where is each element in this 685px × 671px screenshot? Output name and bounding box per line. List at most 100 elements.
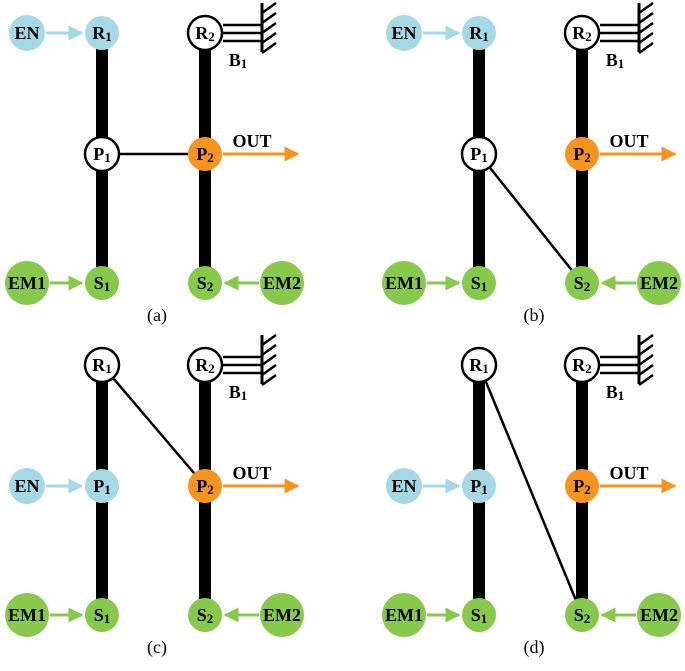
- node-r1: [460, 346, 498, 384]
- em2-node: [637, 593, 681, 637]
- node-p1-label: P1: [470, 476, 488, 497]
- node-p1-label: P1: [93, 144, 111, 165]
- brake-ground: [600, 333, 654, 387]
- ground-hatch: [638, 31, 654, 45]
- node-r1-label: R1: [469, 23, 489, 44]
- ground-hatch: [261, 41, 277, 55]
- node-r2-label: R2: [195, 355, 215, 376]
- panel-caption: (c): [147, 637, 167, 658]
- node-s1: [85, 598, 119, 632]
- node-p2-label: P2: [573, 476, 591, 497]
- em1-node: [382, 593, 426, 637]
- node-r1-label: R1: [469, 355, 489, 376]
- engine-label: EN: [14, 476, 39, 496]
- node-r2-label: R2: [195, 23, 215, 44]
- node-s2-label: S2: [197, 273, 214, 294]
- em1-node: [5, 261, 49, 305]
- node-s1-label: S1: [94, 273, 111, 294]
- brake-label: B1: [229, 50, 248, 71]
- node-s2-label: S2: [574, 273, 591, 294]
- brake-label: B1: [606, 50, 625, 71]
- node-r2-label: R2: [572, 23, 592, 44]
- node-s2-label: S2: [197, 605, 214, 626]
- node-r1: [85, 16, 119, 50]
- ground-hatch: [261, 363, 277, 377]
- coupling-link: [478, 153, 583, 284]
- coupling-link: [101, 364, 206, 487]
- engine-label: EN: [14, 23, 39, 43]
- node-s1: [462, 266, 496, 300]
- node-s2: [188, 598, 222, 632]
- brake-ground: [223, 1, 277, 55]
- node-p2: [565, 137, 599, 171]
- ground-hatch: [638, 41, 654, 55]
- ground-hatch: [261, 373, 277, 387]
- ground-hatch: [638, 11, 654, 25]
- node-p1: [462, 469, 496, 503]
- brake-ground: [600, 1, 654, 55]
- coupling-link: [477, 364, 584, 616]
- em2-label: EM2: [263, 605, 301, 625]
- em2-label: EM2: [263, 273, 301, 293]
- node-r2-label: R2: [572, 355, 592, 376]
- em2-label: EM2: [640, 605, 678, 625]
- node-p1: [85, 469, 119, 503]
- ground-hatch: [261, 343, 277, 357]
- node-p1: [460, 135, 498, 173]
- em1-node: [382, 261, 426, 305]
- panel-caption: (a): [147, 305, 167, 326]
- node-r1: [462, 16, 496, 50]
- em2-label: EM2: [640, 273, 678, 293]
- node-r2: [563, 14, 601, 52]
- node-s2-label: S2: [574, 605, 591, 626]
- panel-caption: (d): [524, 637, 545, 658]
- engine-node: [386, 15, 422, 51]
- node-p2-label: P2: [196, 476, 214, 497]
- ground-hatch: [638, 373, 654, 387]
- output-label: OUT: [232, 131, 271, 151]
- brake-label: B1: [229, 382, 248, 403]
- node-p2-label: P2: [196, 144, 214, 165]
- node-r1-label: R1: [92, 23, 112, 44]
- node-p2: [188, 137, 222, 171]
- output-label: OUT: [609, 463, 648, 483]
- engine-label: EN: [391, 23, 416, 43]
- ground-hatch: [638, 363, 654, 377]
- node-s1-label: S1: [94, 605, 111, 626]
- brake-ground: [223, 333, 277, 387]
- em1-node: [5, 593, 49, 637]
- node-r1: [83, 346, 121, 384]
- node-s2: [565, 598, 599, 632]
- node-s1: [85, 266, 119, 300]
- node-s1-label: S1: [471, 605, 488, 626]
- em1-label: EM1: [385, 273, 423, 293]
- ground-hatch: [261, 1, 277, 15]
- engine-node: [9, 468, 45, 504]
- node-p1: [83, 135, 121, 173]
- engine-node: [9, 15, 45, 51]
- node-p1-label: P1: [93, 476, 111, 497]
- ground-hatch: [638, 353, 654, 367]
- panel-caption: (b): [524, 305, 545, 326]
- node-r1-label: R1: [92, 355, 112, 376]
- ground-hatch: [261, 21, 277, 35]
- node-p2: [188, 469, 222, 503]
- output-label: OUT: [609, 131, 648, 151]
- node-p2: [565, 469, 599, 503]
- node-s1-label: S1: [471, 273, 488, 294]
- ground-hatch: [261, 353, 277, 367]
- brake-label: B1: [606, 382, 625, 403]
- ground-hatch: [261, 333, 277, 347]
- node-s2: [188, 266, 222, 300]
- node-s2: [565, 266, 599, 300]
- node-r2: [186, 14, 224, 52]
- em2-node: [260, 261, 304, 305]
- node-r2: [186, 346, 224, 384]
- ground-hatch: [261, 11, 277, 25]
- em1-label: EM1: [8, 605, 46, 625]
- ground-hatch: [638, 21, 654, 35]
